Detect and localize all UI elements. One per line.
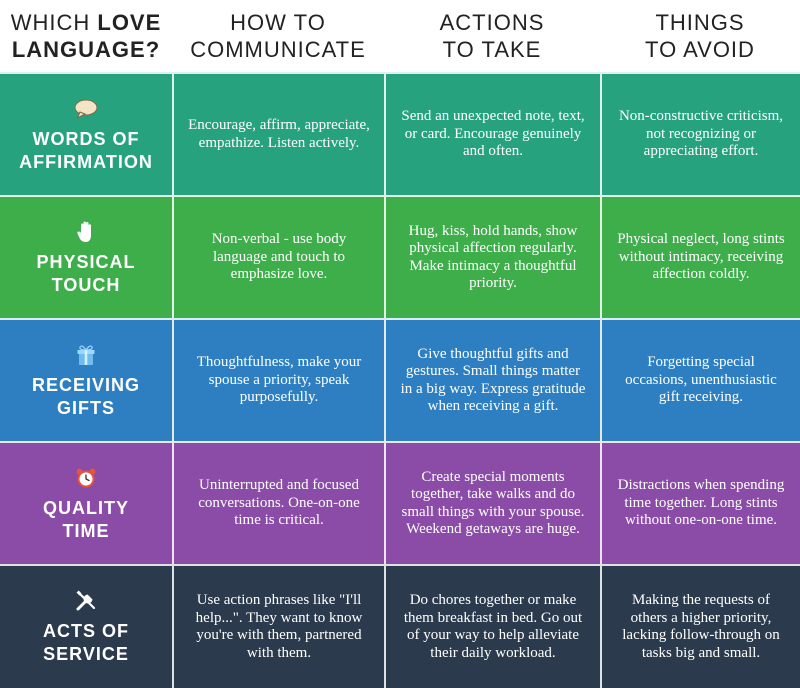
love-language-name: ACTS OF SERVICE xyxy=(43,620,129,666)
name-line: ACTS OF xyxy=(43,621,129,641)
cell-text: Physical neglect, long stints without in… xyxy=(617,231,785,283)
cell-communicate: Thoughtfulness, make your spouse a prior… xyxy=(172,318,384,441)
gift-icon xyxy=(76,342,96,368)
cell-text: Uninterrupted and focused conversations.… xyxy=(198,477,360,529)
name-line: AFFIRMATION xyxy=(19,151,153,172)
love-language-name: RECEIVING GIFTS xyxy=(32,374,140,420)
cell-communicate: Non-verbal - use body language and touch… xyxy=(172,195,384,318)
header-line: WHICH LOVE xyxy=(11,9,162,36)
header-line: TO AVOID xyxy=(645,37,755,62)
cell-text: Send an unexpected note, text, or card. … xyxy=(401,108,585,160)
cell-actions: Give thoughtful gifts and gestures. Smal… xyxy=(384,318,600,441)
cell-avoid: Forgetting special occasions, unenthusia… xyxy=(600,318,800,441)
love-language-name: WORDS OF AFFIRMATION xyxy=(19,128,153,174)
header-line: THINGS xyxy=(655,10,745,35)
cell-avoid: Distractions when spending time together… xyxy=(600,441,800,564)
cell-text: Give thoughtful gifts and gestures. Smal… xyxy=(400,345,586,415)
header-line: ACTIONS xyxy=(439,10,545,35)
cell-text: Create special moments together, take wa… xyxy=(401,468,585,538)
header-things-to-avoid: THINGS TO AVOID xyxy=(600,0,800,72)
alarm-clock-icon xyxy=(75,465,97,491)
name-line: PHYSICAL xyxy=(36,251,136,272)
row-label-words-of-affirmation: WORDS OF AFFIRMATION xyxy=(0,72,172,195)
header-line: TO TAKE xyxy=(442,37,542,62)
header-which-love-language: WHICH LOVE LANGUAGE? xyxy=(0,0,172,72)
speech-bubble-icon xyxy=(74,96,98,122)
cell-text: Use action phrases like "I'll help...". … xyxy=(195,592,363,661)
cell-text: Encourage, affirm, appreciate, empathize… xyxy=(188,117,370,151)
cell-text: Hug, kiss, hold hands, show physical aff… xyxy=(408,222,578,292)
cell-text: Thoughtfulness, make your spouse a prior… xyxy=(196,354,362,406)
header-prefix: WHICH xyxy=(10,10,98,35)
header-line: COMMUNICATE xyxy=(190,37,366,62)
tools-icon xyxy=(75,588,97,614)
row-label-physical-touch: PHYSICAL TOUCH xyxy=(0,195,172,318)
cell-text: Non-constructive criticism, not recogniz… xyxy=(618,108,784,160)
header-line: HOW TO xyxy=(230,10,326,35)
header-how-to-communicate: HOW TO COMMUNICATE xyxy=(172,0,384,72)
hand-icon xyxy=(76,219,96,245)
cell-text: Distractions when spending time together… xyxy=(617,477,785,529)
name-line: TOUCH xyxy=(51,274,121,295)
name-line: WORDS OF xyxy=(32,128,140,149)
cell-text: Forgetting special occasions, unenthusia… xyxy=(625,354,777,406)
cell-actions: Hug, kiss, hold hands, show physical aff… xyxy=(384,195,600,318)
header-actions-to-take: ACTIONS TO TAKE xyxy=(384,0,600,72)
cell-communicate: Use action phrases like "I'll help...". … xyxy=(172,564,384,688)
row-label-quality-time: QUALITY TIME xyxy=(0,441,172,564)
name-line: RECEIVING xyxy=(31,374,141,395)
name-line: QUALITY xyxy=(43,497,129,518)
cell-avoid: Physical neglect, long stints without in… xyxy=(600,195,800,318)
cell-communicate: Uninterrupted and focused conversations.… xyxy=(172,441,384,564)
name-line: TIME xyxy=(62,520,110,541)
cell-text: Making the requests of others a higher p… xyxy=(622,592,780,661)
header-line: LANGUAGE? xyxy=(11,37,161,62)
cell-actions: Create special moments together, take wa… xyxy=(384,441,600,564)
cell-avoid: Making the requests of others a higher p… xyxy=(600,564,800,688)
cell-text: Non-verbal - use body language and touch… xyxy=(211,231,347,283)
cell-text: Do chores together or make them breakfas… xyxy=(403,592,583,661)
row-label-receiving-gifts: RECEIVING GIFTS xyxy=(0,318,172,441)
name-line: GIFTS xyxy=(57,397,115,418)
love-language-name: PHYSICAL TOUCH xyxy=(36,251,135,297)
cell-actions: Send an unexpected note, text, or card. … xyxy=(384,72,600,195)
cell-communicate: Encourage, affirm, appreciate, empathize… xyxy=(172,72,384,195)
love-language-name: QUALITY TIME xyxy=(43,497,129,543)
header-bold-word: LOVE xyxy=(97,10,162,35)
cell-actions: Do chores together or make them breakfas… xyxy=(384,564,600,688)
cell-avoid: Non-constructive criticism, not recogniz… xyxy=(600,72,800,195)
name-line: SERVICE xyxy=(43,644,129,664)
row-label-acts-of-service: ACTS OF SERVICE xyxy=(0,564,172,688)
